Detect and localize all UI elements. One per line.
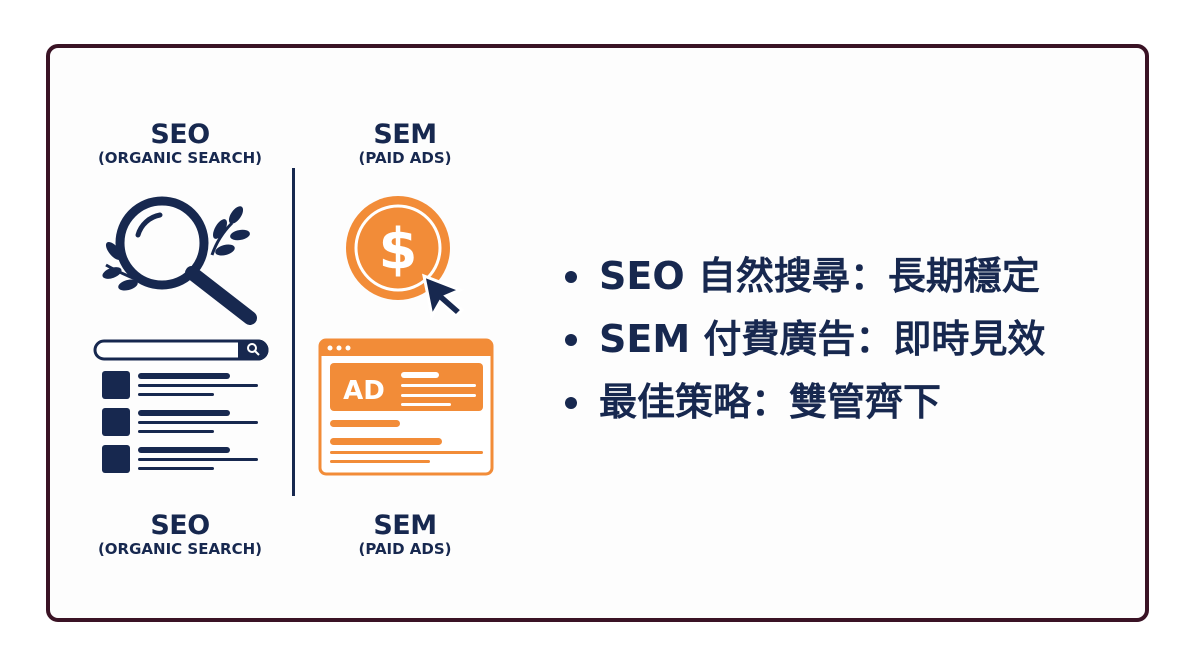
column-divider — [292, 168, 295, 496]
ad-label: AD — [343, 376, 385, 406]
bullet-item: SEM 付費廣告：即時見效 — [565, 308, 1045, 371]
seo-footer: SEO (ORGANIC SEARCH) — [90, 510, 270, 559]
sem-title: SEM — [373, 119, 437, 150]
slide-frame — [46, 44, 1149, 622]
bullet-text: SEM 付費廣告：即時見效 — [599, 317, 1046, 361]
seo-subtitle: (ORGANIC SEARCH) — [97, 149, 263, 167]
bullet-dot-icon — [565, 333, 577, 346]
search-results-icon — [93, 339, 269, 473]
sem-header: SEM (PAID ADS) — [330, 119, 480, 168]
ad-browser-window-icon: AD — [318, 338, 494, 476]
dollar-sign: $ — [379, 217, 418, 282]
seo-title: SEO — [150, 119, 210, 150]
bullet-dot-icon — [565, 270, 577, 283]
bullet-text: 最佳策略：雙管齊下 — [599, 380, 942, 424]
bullet-item: SEO 自然搜尋：長期穩定 — [565, 245, 1045, 308]
seo-bottom-title: SEO — [150, 510, 210, 541]
magnifier-with-leaves-icon — [102, 196, 257, 325]
bullet-dot-icon — [565, 396, 577, 409]
sem-subtitle: (PAID ADS) — [358, 149, 452, 167]
seo-header: SEO (ORGANIC SEARCH) — [90, 119, 270, 168]
sem-bottom-title: SEM — [373, 510, 437, 541]
seo-bottom-subtitle: (ORGANIC SEARCH) — [97, 540, 263, 558]
sem-bottom-subtitle: (PAID ADS) — [358, 540, 452, 558]
bullet-item: 最佳策略：雙管齊下 — [565, 371, 1045, 434]
key-points-list: SEO 自然搜尋：長期穩定 SEM 付費廣告：即時見效 最佳策略：雙管齊下 — [565, 245, 1045, 434]
dollar-coin-cursor-icon: $ — [346, 196, 465, 319]
sem-footer: SEM (PAID ADS) — [330, 510, 480, 559]
bullet-text: SEO 自然搜尋：長期穩定 — [599, 254, 1040, 298]
